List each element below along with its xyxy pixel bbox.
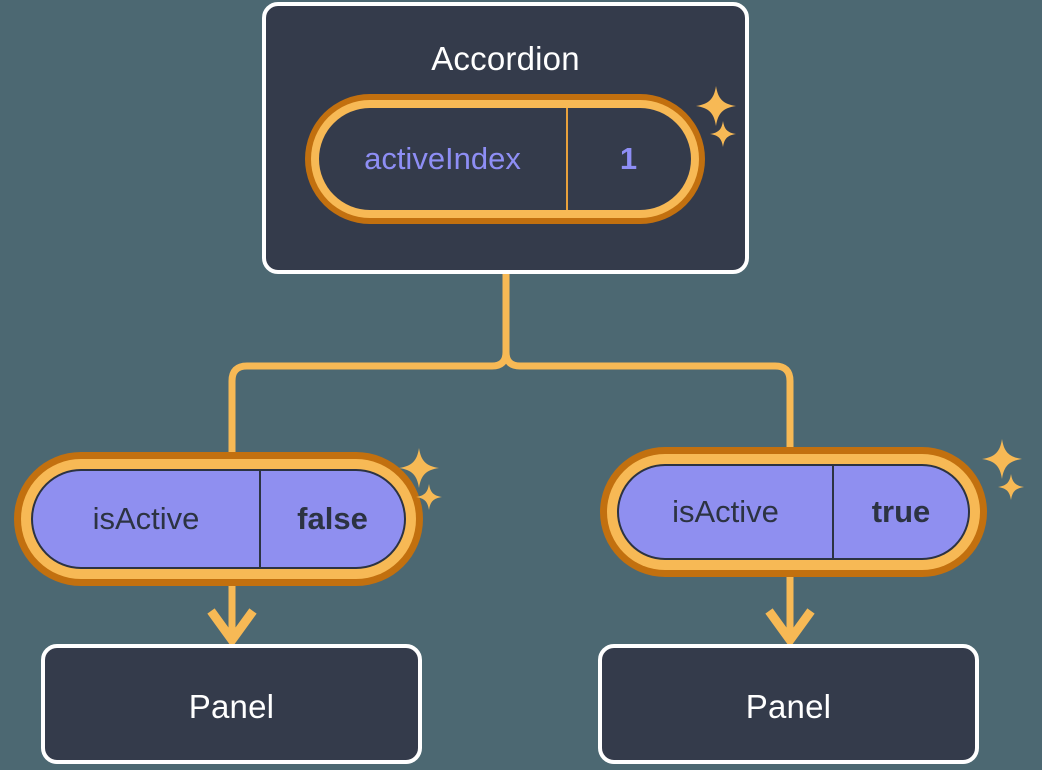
state-key-label: activeIndex	[319, 108, 568, 210]
state-pill-activeindex[interactable]: activeIndex 1	[305, 94, 705, 224]
wire-root-to-left	[228, 270, 510, 462]
wire-root-to-right	[502, 270, 794, 456]
prop-pill-isactive-false[interactable]: isActive false	[14, 452, 423, 586]
sparkle-icon-right-small	[997, 473, 1025, 501]
prop-value-label: true	[871, 494, 931, 529]
panel-left-title: Panel	[188, 688, 275, 725]
arrowhead-left	[207, 608, 257, 648]
prop-value-label: false	[297, 501, 368, 536]
prop-key-label: isActive	[619, 466, 834, 558]
state-value-label: 1	[619, 141, 638, 176]
prop-key-label: isActive	[33, 471, 261, 567]
panel-left-box[interactable]: Panel	[41, 644, 422, 764]
arrowhead-right	[765, 608, 815, 648]
panel-right-box[interactable]: Panel	[598, 644, 979, 764]
pill-body: activeIndex 1	[319, 108, 691, 210]
prop-pill-isactive-true[interactable]: isActive true	[600, 447, 987, 577]
sparkle-icon-right-large	[980, 437, 1024, 481]
pill-body: isActive true	[617, 464, 970, 560]
pill-body: isActive false	[31, 469, 406, 569]
accordion-title: Accordion	[431, 40, 580, 77]
panel-right-title: Panel	[745, 688, 832, 725]
